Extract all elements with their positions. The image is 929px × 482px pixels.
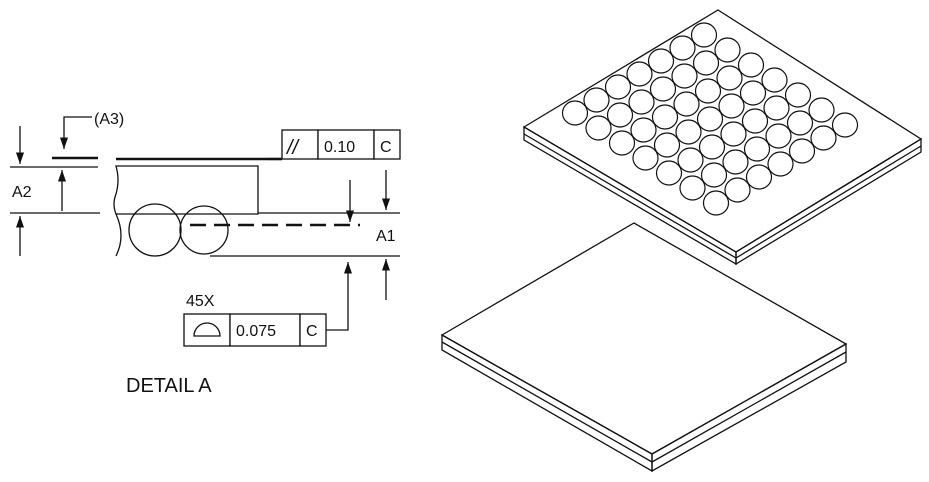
solder-ball bbox=[653, 132, 681, 158]
package-top-face bbox=[440, 222, 848, 455]
solder-ball bbox=[669, 35, 696, 61]
solder-ball bbox=[745, 164, 773, 190]
a2-label: A2 bbox=[12, 184, 32, 201]
profile-value: 0.075 bbox=[236, 323, 276, 340]
solder-ball bbox=[722, 149, 749, 175]
profile-datum-cell bbox=[299, 313, 327, 347]
solder-ball bbox=[647, 48, 675, 74]
profile-value-cell bbox=[229, 313, 301, 347]
solder-ball bbox=[788, 138, 816, 164]
solder-ball-2 bbox=[179, 205, 229, 255]
solder-ball bbox=[737, 52, 765, 78]
detail-title: DETAIL A bbox=[126, 375, 212, 397]
parallelism-icon: // bbox=[285, 137, 301, 159]
solder-ball bbox=[690, 22, 718, 48]
parallel-datum-cell bbox=[373, 129, 401, 160]
solder-ball bbox=[651, 104, 679, 130]
solder-ball bbox=[630, 117, 657, 143]
solder-ball bbox=[673, 91, 700, 117]
profile-symbol-cell bbox=[183, 313, 231, 347]
solder-ball bbox=[698, 134, 726, 160]
solder-ball bbox=[831, 112, 859, 138]
solder-ball bbox=[720, 121, 747, 147]
substrate-right-face bbox=[735, 137, 922, 266]
substrate-section bbox=[113, 165, 259, 215]
solder-ball bbox=[743, 136, 771, 162]
solder-ball bbox=[692, 50, 720, 76]
ball-grid bbox=[561, 22, 859, 216]
solder-ball bbox=[716, 65, 743, 91]
solder-ball bbox=[649, 76, 677, 102]
solder-ball bbox=[714, 37, 741, 63]
solder-ball bbox=[583, 87, 610, 113]
solder-ball bbox=[608, 130, 636, 156]
solder-ball bbox=[767, 151, 794, 177]
solder-ball bbox=[763, 95, 790, 121]
solder-ball bbox=[724, 177, 751, 203]
solder-ball bbox=[632, 145, 659, 171]
solder-ball bbox=[677, 147, 704, 173]
ball-break-line bbox=[115, 213, 122, 257]
solder-ball bbox=[784, 82, 812, 108]
parallel-datum: C bbox=[380, 139, 392, 156]
solder-ball bbox=[628, 89, 655, 115]
solder-ball bbox=[739, 80, 767, 106]
solder-ball bbox=[810, 125, 837, 151]
solder-ball bbox=[679, 175, 706, 201]
package-iso-top bbox=[440, 222, 848, 473]
solder-ball bbox=[786, 110, 814, 136]
a3-leader bbox=[59, 116, 92, 149]
detail-a-section: (A3) A2 // 0.10 C bbox=[10, 111, 401, 397]
solder-ball bbox=[626, 61, 653, 87]
solder-ball bbox=[700, 162, 728, 188]
solder-ball bbox=[655, 160, 683, 186]
parallel-value: 0.10 bbox=[324, 139, 355, 156]
solder-ball bbox=[675, 119, 702, 145]
solder-ball-1 bbox=[128, 203, 182, 257]
solder-ball bbox=[694, 78, 722, 104]
package-iso-balls bbox=[522, 9, 923, 266]
solder-ball bbox=[606, 102, 634, 128]
solder-ball bbox=[604, 74, 632, 100]
a1-label: A1 bbox=[376, 228, 396, 245]
solder-ball bbox=[741, 108, 769, 134]
package-left-face bbox=[441, 333, 653, 473]
solder-ball bbox=[718, 93, 745, 119]
solder-ball bbox=[808, 97, 835, 123]
parallel-symbol-cell bbox=[281, 129, 319, 160]
profile-frame: 0.075 C bbox=[183, 313, 327, 347]
count-label: 45X bbox=[186, 293, 215, 310]
a3-label: (A3) bbox=[94, 111, 124, 128]
parallel-value-cell bbox=[317, 129, 375, 160]
profile-datum: C bbox=[306, 323, 318, 340]
profile-leader-arrow bbox=[326, 262, 353, 331]
solder-ball bbox=[761, 67, 788, 93]
solder-ball bbox=[561, 100, 589, 126]
solder-ball bbox=[696, 106, 724, 132]
solder-ball bbox=[585, 115, 612, 141]
profile-surface-icon bbox=[193, 322, 221, 337]
parallelism-frame: // 0.10 C bbox=[268, 129, 401, 161]
solder-ball bbox=[702, 190, 730, 216]
solder-ball bbox=[765, 123, 792, 149]
solder-ball bbox=[671, 63, 698, 89]
package-right-face bbox=[651, 342, 847, 473]
